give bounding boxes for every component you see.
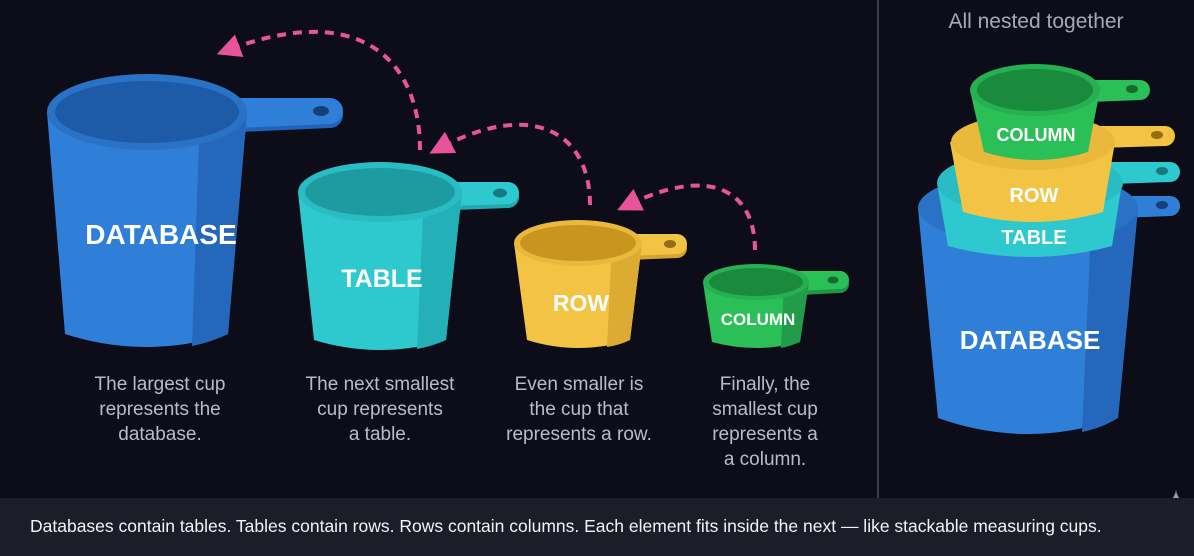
footer-text: Databases contain tables. Tables contain… <box>30 516 1102 536</box>
cup-table: TABLE <box>298 162 519 350</box>
caption-database: The largest cup represents the database. <box>94 374 226 445</box>
nested-stack: COLUMN ROW TABLE DATABASE <box>918 64 1180 434</box>
cup-database-label: DATABASE <box>85 219 236 250</box>
caption-column: Finally, the smallest cup represents a a… <box>712 374 818 470</box>
arrow-column-to-row <box>617 183 757 251</box>
cup-row-label: ROW <box>553 290 610 316</box>
nested-column-label: COLUMN <box>997 125 1076 145</box>
cup-column-label: COLUMN <box>721 310 796 329</box>
caption-table: The next smallest cup represents a table… <box>305 374 455 445</box>
nested-table-label: TABLE <box>1001 227 1066 249</box>
footer-bar <box>0 498 1194 556</box>
cup-table-label: TABLE <box>341 265 422 293</box>
cup-database: DATABASE <box>47 74 343 347</box>
cup-column: COLUMN <box>703 264 849 348</box>
cup-row: ROW <box>514 220 687 348</box>
nested-row-label: ROW <box>1010 185 1059 207</box>
arrow-row-to-table <box>429 122 592 206</box>
nested-title: All nested together <box>948 10 1124 33</box>
caption-row: Even smaller is the cup that represents … <box>506 374 652 445</box>
arrow-table-to-database <box>216 30 422 151</box>
nested-database-label: DATABASE <box>960 325 1101 355</box>
